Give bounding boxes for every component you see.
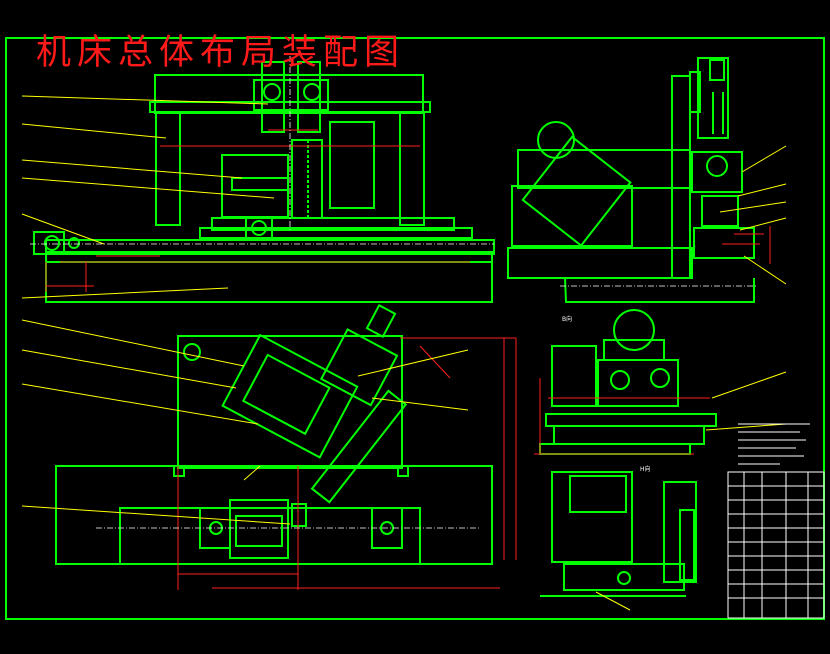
drawing-frame — [5, 37, 825, 620]
plan-view-dims — [177, 337, 517, 590]
b-view-leaders — [705, 371, 787, 431]
title-block — [727, 471, 825, 619]
side-view-dims — [722, 226, 771, 264]
front-view — [33, 61, 495, 303]
drawing-title: 机床总体布局装配图 — [36, 33, 406, 73]
plan-view — [55, 303, 493, 565]
h-view-label: H向 — [640, 466, 651, 473]
plan-view-leaders — [21, 319, 469, 525]
technical-notes — [738, 423, 810, 465]
side-view — [507, 57, 755, 303]
b-view-dims — [534, 378, 710, 455]
b-view-label: B向 — [562, 316, 573, 323]
front-view-centerlines — [30, 56, 494, 245]
h-view-leaders — [595, 591, 631, 611]
h-view — [540, 471, 697, 597]
side-view-leaders — [719, 145, 787, 285]
b-view — [539, 309, 717, 455]
front-view-leaders — [21, 95, 275, 299]
front-view-dimensions — [45, 129, 470, 292]
